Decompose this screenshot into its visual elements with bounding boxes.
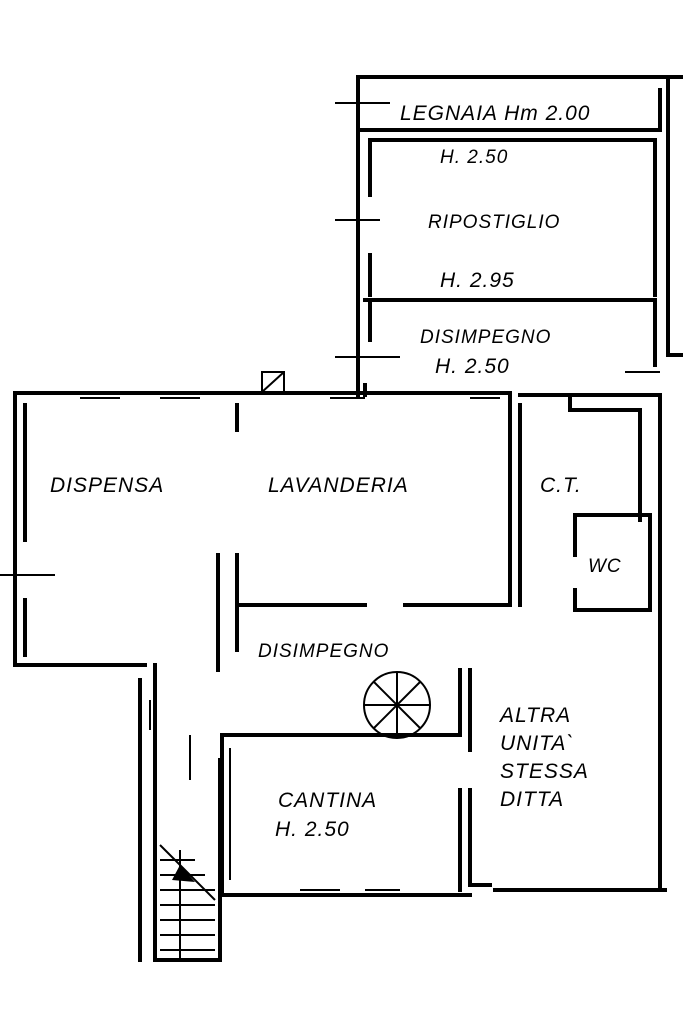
label-disimpegno-lower: DISIMPEGNO (258, 641, 389, 662)
label-ripostiglio-height-top: H. 2.50 (440, 147, 508, 168)
label-ct: C.T. (540, 474, 582, 497)
label-wc: WC (588, 556, 622, 577)
spiral-staircase (363, 671, 431, 739)
label-legnaia: LEGNAIA Hm 2.00 (400, 102, 590, 125)
label-cantina: CANTINA (278, 789, 377, 812)
stairs (159, 844, 216, 960)
label-lavanderia: LAVANDERIA (268, 474, 409, 497)
label-ripostiglio: RIPOSTIGLIO (428, 212, 560, 233)
label-disimpegno-upper-height: H. 2.50 (435, 355, 510, 378)
walls (0, 75, 683, 962)
label-altra-unita-1: ALTRA (498, 704, 571, 727)
label-altra-unita-2: UNITA` (500, 732, 574, 755)
label-disimpegno-upper: DISIMPEGNO (420, 327, 551, 348)
label-cantina-height: H. 2.50 (275, 818, 350, 841)
label-altra-unita-4: DITTA (500, 788, 564, 811)
label-altra-unita-3: STESSA (500, 760, 589, 783)
label-dispensa: DISPENSA (50, 474, 164, 497)
label-ripostiglio-height-bottom: H. 2.95 (440, 269, 515, 292)
room-labels: LEGNAIA Hm 2.00 H. 2.50 RIPOSTIGLIO H. 2… (50, 102, 622, 841)
